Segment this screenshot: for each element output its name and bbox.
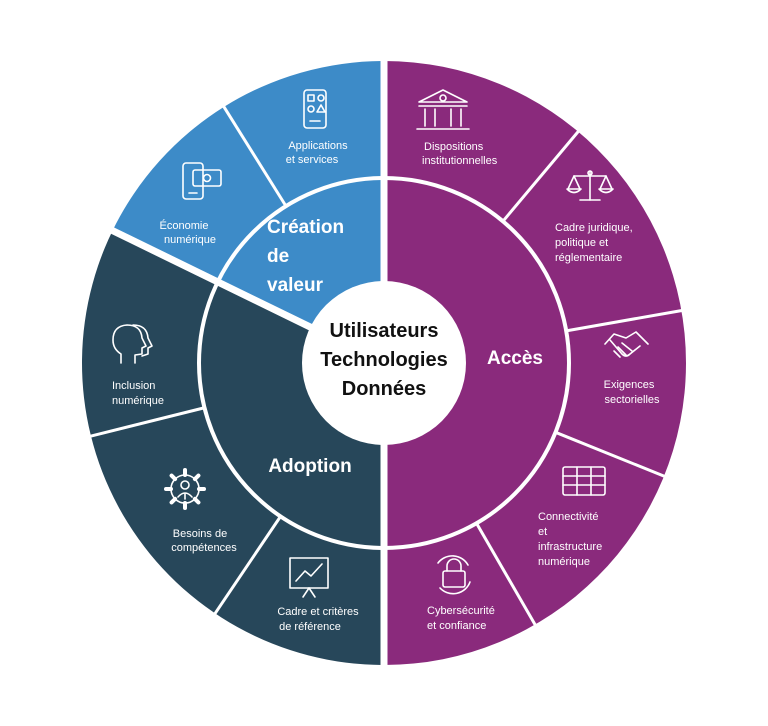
segment-label-cybersecurite-1: Cybersécurité: [427, 605, 495, 617]
quadrant-title-creation-line-1: Création: [267, 217, 344, 238]
scales-icon: [566, 170, 614, 201]
separators: [88, 59, 684, 667]
institution-building-icon: [416, 89, 470, 130]
gear-person-icon: [164, 468, 206, 510]
segment-label-applications-1: Applications: [288, 140, 348, 152]
segment-separator-2: [501, 129, 581, 223]
segment-economie: Économie numérique: [160, 162, 222, 246]
segment-label-exigences-2: sectorielles: [604, 394, 660, 406]
segment-label-dispositions-2: institutionnelles: [422, 155, 498, 167]
segment-separator-1: [221, 104, 288, 207]
center-line-utilisateurs: Utilisateurs: [330, 320, 439, 342]
quadrant-acces-outer: [384, 61, 687, 665]
segment-label-economie-1: Économie: [160, 219, 209, 232]
segment-label-cybersecurite-2: et confiance: [427, 620, 486, 632]
segment-cadre-juridique: Cadre juridique, politique et réglementa…: [555, 170, 633, 264]
segment-separator-7: [88, 406, 205, 438]
center-line-technologies: Technologies: [320, 349, 447, 371]
segment-separator-4: [554, 430, 667, 479]
segment-label-cadre-juridique-2: politique et: [555, 237, 608, 249]
segment-inclusion: Inclusion numérique: [112, 324, 164, 407]
heads-profile-icon: [112, 324, 153, 364]
segment-label-dispositions-1: Dispositions: [424, 141, 484, 153]
segment-besoins: Besoins de compétences: [164, 468, 237, 554]
mobile-payment-icon: [182, 162, 222, 200]
segment-label-connectivite-1: Connectivité: [538, 511, 599, 523]
handshake-icon: [604, 331, 649, 358]
segment-label-exigences-1: Exigences: [604, 379, 655, 391]
segment-label-cadre-juridique-1: Cadre juridique,: [555, 222, 633, 234]
center-circle: [302, 281, 466, 445]
segment-label-cadre-criteres-1: Cadre et critères: [277, 606, 359, 618]
segment-label-inclusion-2: numérique: [112, 395, 164, 407]
segment-label-economie-2: numérique: [164, 234, 216, 246]
segment-label-besoins-1: Besoins de: [173, 528, 227, 540]
segment-label-inclusion-1: Inclusion: [112, 380, 155, 392]
segment-label-cadre-juridique-3: réglementaire: [555, 252, 622, 264]
segment-label-cadre-criteres-2: de référence: [279, 621, 341, 633]
mobile-apps-icon: [303, 89, 327, 129]
segment-separator-6: [212, 515, 282, 616]
segment-label-applications-2: et services: [286, 154, 339, 166]
segment-cadre-criteres: Cadre et critères de référence: [277, 557, 359, 633]
segment-connectivite: Connectivité et infrastructure numérique: [538, 466, 606, 568]
separator-creation-adoption: [109, 226, 314, 332]
quadrant-title-acces: Accès: [487, 348, 543, 369]
segment-exigences: Exigences sectorielles: [604, 331, 660, 406]
segment-dispositions: Dispositions institutionnelles: [416, 89, 498, 167]
quadrant-title-creation-line-2: de: [267, 246, 289, 267]
quadrant-title-creation-line-3: valeur: [267, 275, 324, 296]
padlock-icon: [437, 555, 471, 595]
quadrant-creation-outer: [112, 61, 384, 363]
segment-applications: Applications et services: [286, 89, 348, 166]
server-rack-icon: [562, 466, 606, 496]
quadrant-title-adoption: Adoption: [268, 456, 351, 477]
segment-cybersecurite: Cybersécurité et confiance: [427, 555, 495, 632]
segment-separator-5: [475, 522, 538, 628]
segment-label-connectivite-4: numérique: [538, 556, 590, 568]
segment-label-connectivite-2: et: [538, 526, 547, 538]
segment-label-besoins-2: compétences: [171, 542, 237, 554]
segment-label-connectivite-3: infrastructure: [538, 541, 602, 553]
segment-separator-3: [565, 308, 684, 333]
center-line-donnees: Données: [342, 378, 426, 400]
chart-board-icon: [289, 557, 329, 598]
